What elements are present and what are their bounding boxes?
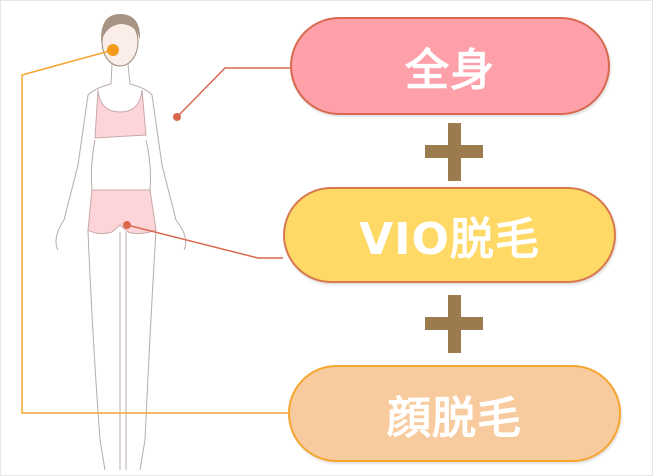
vio-connector-line [126, 224, 283, 259]
hair [100, 14, 141, 42]
vio-dot [123, 221, 131, 229]
plus-icon [425, 295, 483, 353]
vio-label: VIO脱毛 [283, 187, 616, 283]
whole-body-connector-line [176, 67, 290, 118]
top [94, 89, 147, 139]
shorts [87, 189, 157, 235]
plus-icon [425, 123, 483, 181]
face-label: 顔脱毛 [288, 365, 621, 462]
face-connector-line [21, 49, 288, 414]
face-dot [107, 44, 119, 56]
whole-body-dot [173, 113, 181, 121]
whole-body-label: 全身 [290, 17, 610, 115]
